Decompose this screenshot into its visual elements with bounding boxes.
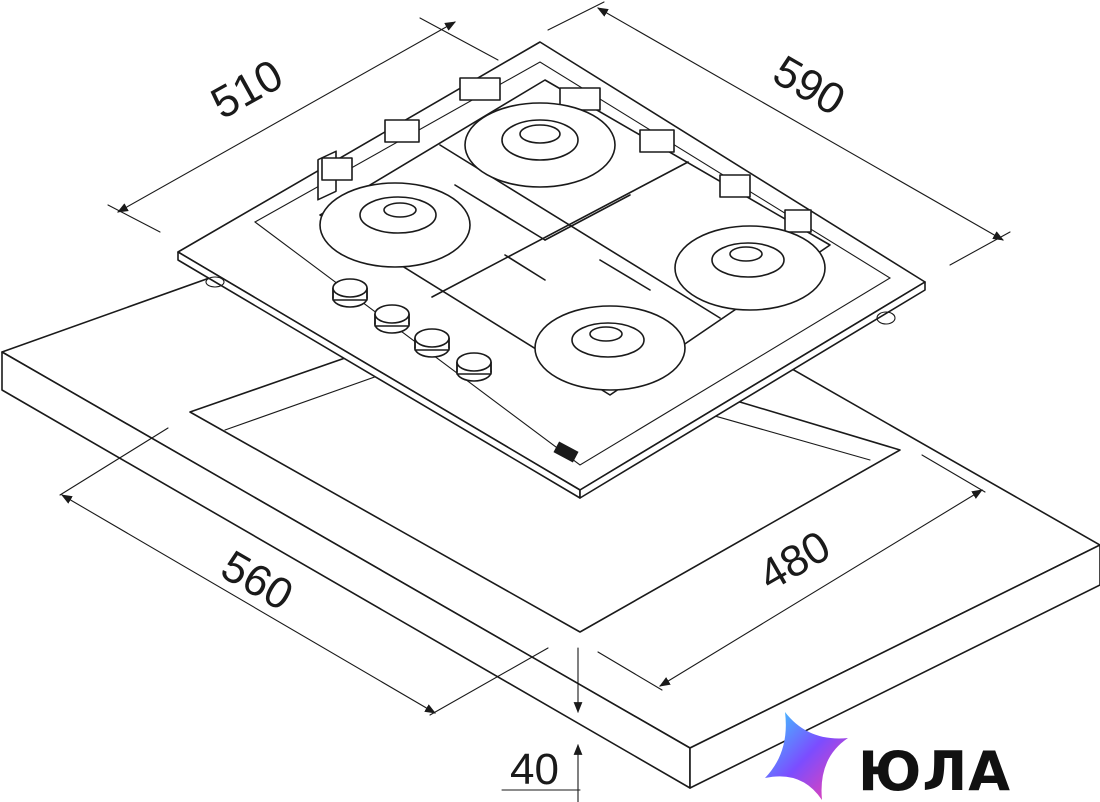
star-logo-icon: [765, 712, 848, 800]
burner-front: [534, 305, 686, 391]
knob-1: [332, 278, 368, 308]
burner-rear-left: [319, 182, 471, 268]
brand-logo: ЮЛА: [765, 712, 1011, 802]
burner-rear-center: [464, 102, 616, 188]
dimension-40: 40: [501, 647, 583, 802]
dimension-label-590: 590: [765, 46, 853, 125]
knob-2: [374, 304, 410, 334]
brand-name: ЮЛА: [858, 740, 1011, 802]
control-knobs: [332, 278, 579, 463]
burner-right: [674, 225, 826, 311]
knob-3: [414, 328, 450, 358]
dimension-label-40: 40: [510, 745, 559, 794]
dimension-label-510: 510: [203, 50, 291, 128]
knob-4: [456, 352, 492, 382]
